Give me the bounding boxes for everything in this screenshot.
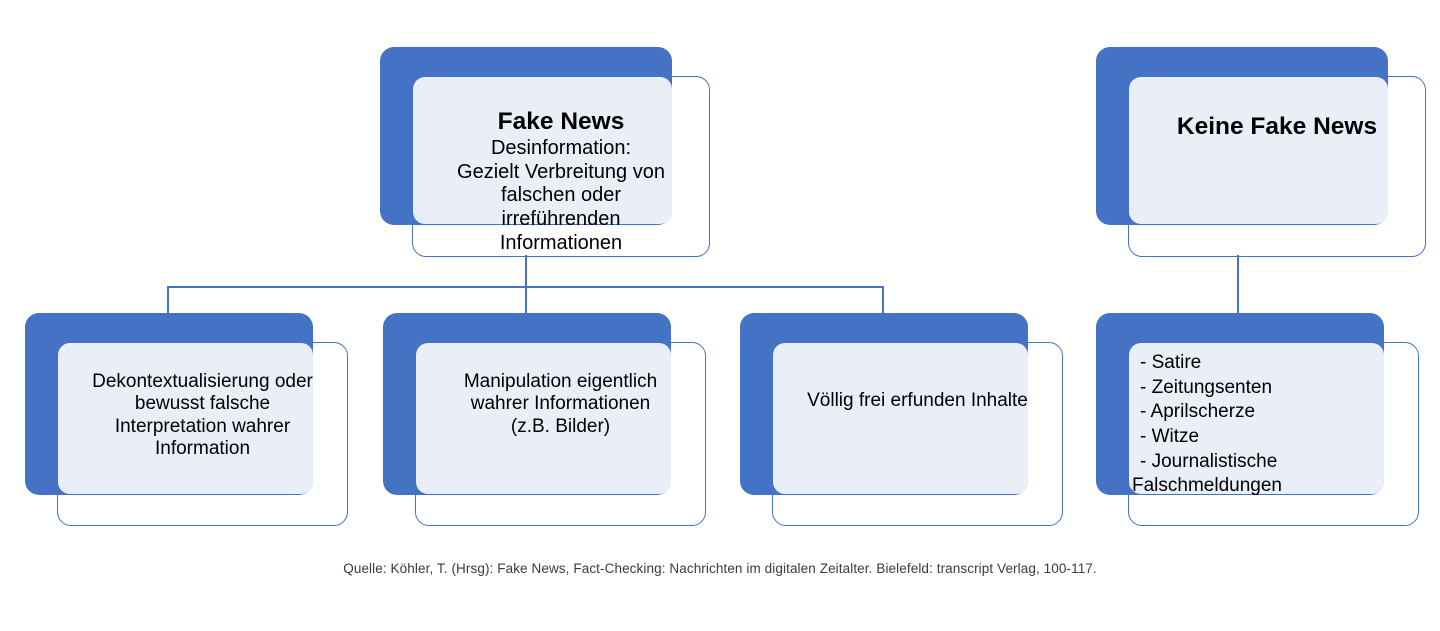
node-branch-2-label: Manipulation eigentlich wahrer Informati… [463, 371, 658, 437]
node-branch-3-label: Völlig frei erfunden Inhalte [807, 390, 1028, 411]
node-fake-news-card [412, 76, 710, 257]
node-fake-news-body: Desinformation: Gezielt Verbreitung von … [457, 137, 665, 254]
node-list-items: - Satire - Zeitungsenten - Aprilscherze … [1132, 351, 1420, 524]
connector-right-column [1237, 255, 1239, 314]
node-keine-fake-news-fill [1129, 77, 1388, 224]
node-fake-news-fill [413, 77, 672, 224]
node-branch-1-label: Dekontextualisierung oder bewusst falsch… [92, 371, 313, 460]
list-item-witze: - Witze [1140, 426, 1200, 448]
node-list-fill [1129, 343, 1384, 494]
node-branch-1-card [57, 342, 348, 526]
node-keine-fake-news-heading: Keine Fake News [1176, 112, 1378, 140]
node-keine-fake-news-list[interactable]: - Satire - Zeitungsenten - Aprilscherze … [1096, 313, 1426, 528]
list-item-zeitungsenten: - Zeitungsenten [1140, 376, 1273, 398]
node-keine-fake-news-text: Keine Fake News [1128, 83, 1426, 171]
list-item-journalistische: - Journalistische [1140, 450, 1278, 472]
node-fake-news-heading: Fake News [497, 107, 625, 135]
connector-drop-branch-2 [525, 286, 527, 314]
node-branch-3-card [772, 342, 1063, 526]
node-keine-fake-news[interactable]: Keine Fake News [1096, 47, 1426, 257]
list-item-aprilscherze: - Aprilscherze [1140, 401, 1256, 423]
node-list-card [1128, 342, 1419, 526]
list-item-satire: - Satire [1140, 352, 1202, 373]
list-item-falschmeldungen: Falschmeldungen [1132, 475, 1282, 497]
connector-stem-vertical [525, 255, 527, 288]
node-branch-2[interactable]: Manipulation eigentlich wahrer Informati… [383, 313, 713, 528]
node-branch-1[interactable]: Dekontextualisierung oder bewusst falsch… [25, 313, 355, 528]
node-branch-3[interactable]: Völlig frei erfunden Inhalte [740, 313, 1070, 528]
node-branch-2-fill [416, 343, 671, 494]
node-branch-2-card [415, 342, 706, 526]
node-branch-1-fill [58, 343, 313, 494]
connector-drop-branch-1 [167, 286, 169, 314]
node-branch-3-fill [773, 343, 1028, 494]
connector-drop-branch-3 [882, 286, 884, 314]
node-keine-fake-news-card [1128, 76, 1426, 257]
source-caption: Quelle: Köhler, T. (Hrsg): Fake News, Fa… [343, 561, 1097, 576]
